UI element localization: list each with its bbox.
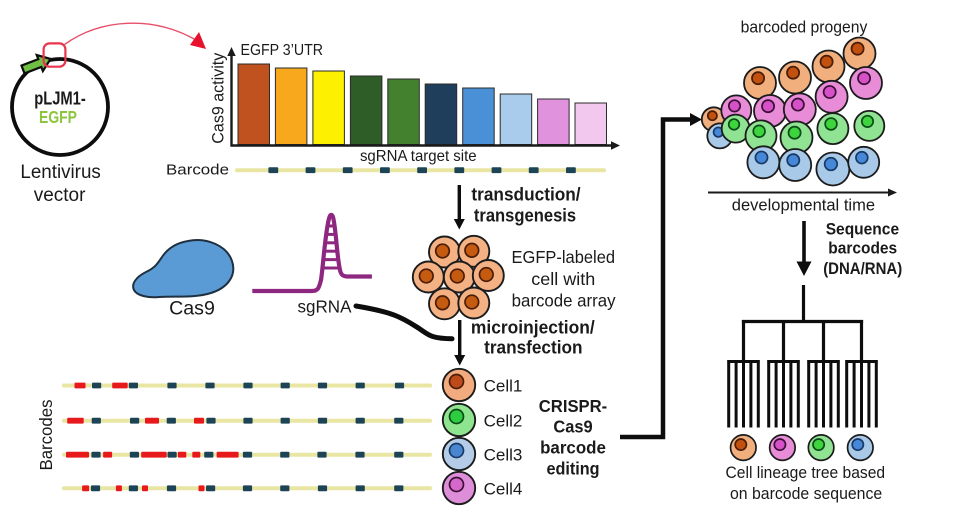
svg-text:on barcode sequence: on barcode sequence xyxy=(730,485,882,503)
svg-text:Cell2: Cell2 xyxy=(484,412,523,431)
svg-text:transgenesis: transgenesis xyxy=(474,206,576,226)
svg-text:EGFP 3’UTR: EGFP 3’UTR xyxy=(241,42,324,59)
svg-text:Sequence: Sequence xyxy=(826,221,899,239)
svg-text:EGFP: EGFP xyxy=(39,107,77,127)
svg-text:EGFP-labeled: EGFP-labeled xyxy=(512,247,616,267)
svg-text:vector: vector xyxy=(34,185,86,206)
svg-text:Cell1: Cell1 xyxy=(484,377,523,396)
svg-text:sgRNA target site: sgRNA target site xyxy=(360,148,477,165)
svg-text:transfection: transfection xyxy=(484,338,582,358)
svg-text:(DNA/RNA): (DNA/RNA) xyxy=(823,260,902,278)
svg-text:Cell lineage tree based: Cell lineage tree based xyxy=(726,464,886,482)
svg-text:CRISPR-: CRISPR- xyxy=(539,396,608,416)
svg-text:barcode array: barcode array xyxy=(512,291,616,311)
svg-text:Barcode: Barcode xyxy=(166,161,229,178)
svg-text:barcoded progeny: barcoded progeny xyxy=(741,18,868,37)
svg-text:transduction/: transduction/ xyxy=(471,185,580,205)
svg-text:sgRNA: sgRNA xyxy=(298,297,352,317)
svg-text:barcodes: barcodes xyxy=(828,240,897,258)
svg-text:Cas9: Cas9 xyxy=(169,299,215,320)
svg-text:barcode: barcode xyxy=(540,438,606,458)
svg-text:Cell4: Cell4 xyxy=(484,480,523,499)
svg-text:Barcodes: Barcodes xyxy=(36,399,56,470)
svg-text:microinjection/: microinjection/ xyxy=(471,318,595,338)
svg-text:developmental time: developmental time xyxy=(732,196,875,215)
svg-text:pLJM1-: pLJM1- xyxy=(34,87,86,108)
svg-text:Lentivirus: Lentivirus xyxy=(20,162,100,183)
svg-text:editing: editing xyxy=(546,459,599,479)
svg-text:Cell3: Cell3 xyxy=(484,446,523,465)
svg-text:Cas9 activity: Cas9 activity xyxy=(209,52,228,143)
svg-text:cell with: cell with xyxy=(531,269,595,289)
svg-text:Cas9: Cas9 xyxy=(553,417,593,437)
